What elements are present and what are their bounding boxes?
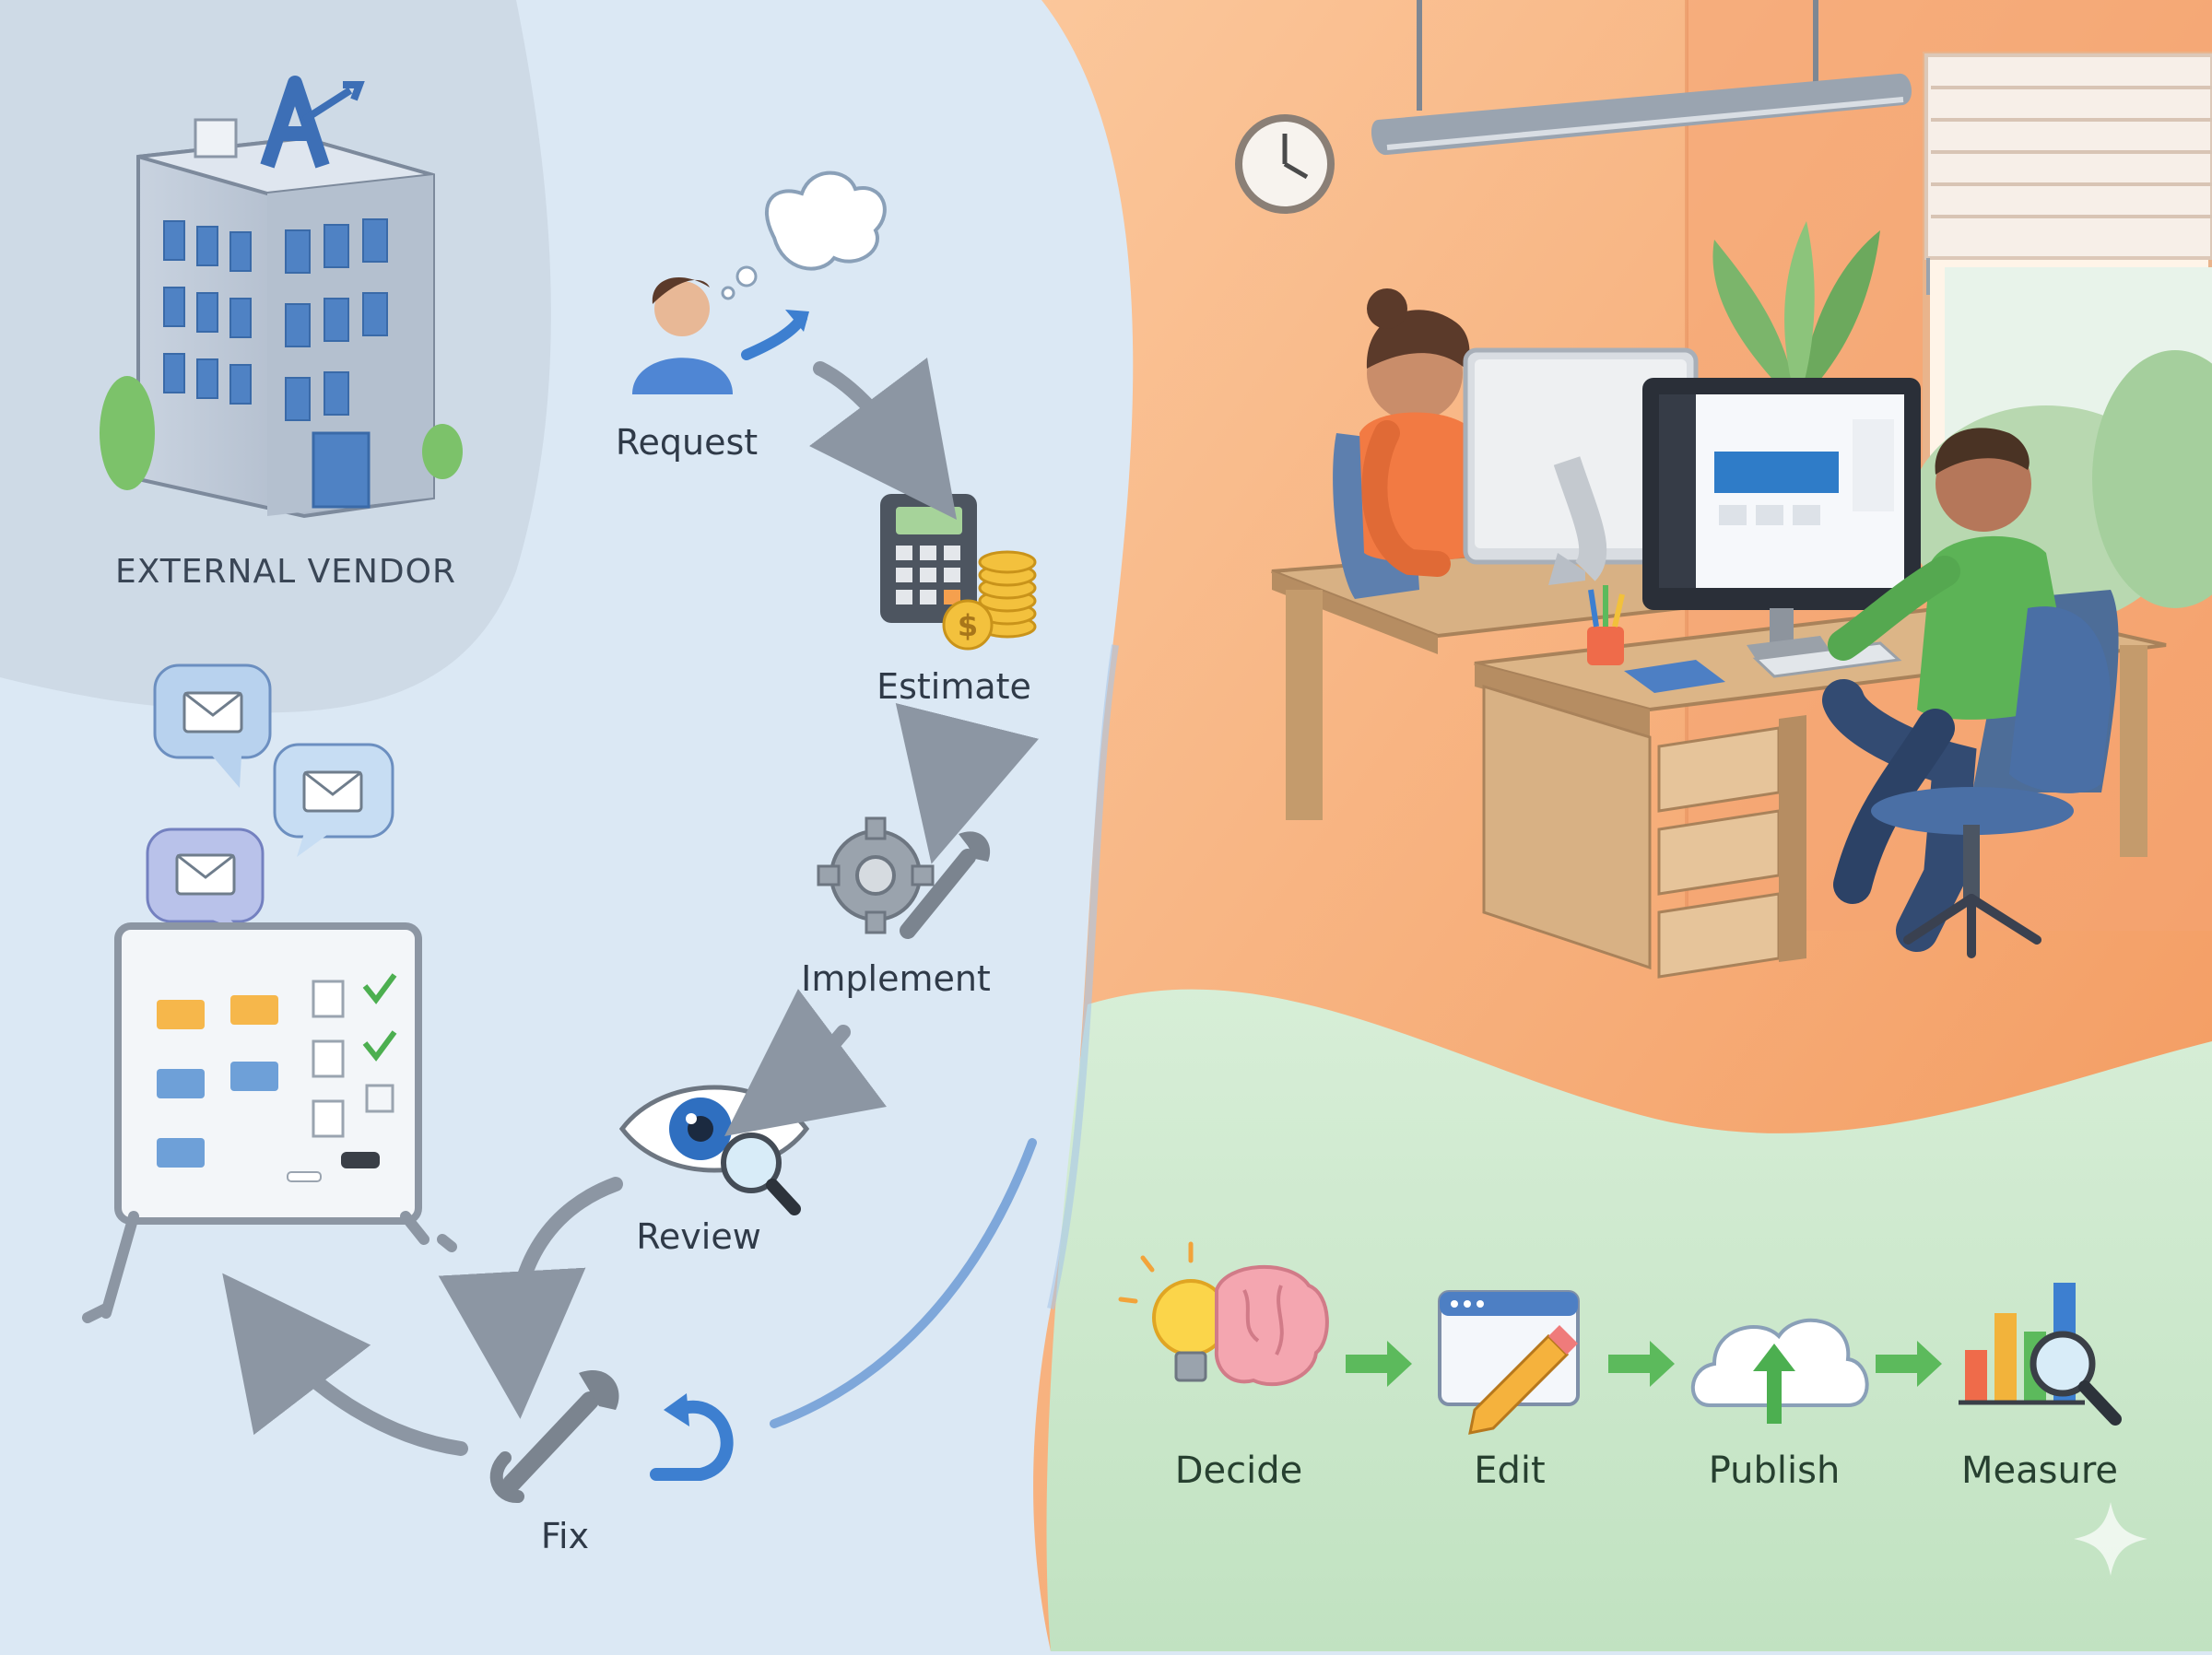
building-icon xyxy=(100,76,463,519)
flow-edit-label: Edit xyxy=(1474,1450,1546,1492)
flow-measure-label: Measure xyxy=(1961,1450,2118,1492)
wall-clock-icon xyxy=(1235,114,1335,214)
lightbulb-brain-icon xyxy=(1118,1241,1329,1387)
calculator-coins-icon: $ xyxy=(880,494,1037,651)
task-whiteboard-icon xyxy=(82,922,457,1323)
person-with-thought-icon xyxy=(632,170,887,394)
external-vendor-label: EXTERNAL VENDOR xyxy=(115,553,456,591)
step-implement-label: Implement xyxy=(801,958,991,999)
ceiling-light xyxy=(1371,0,1912,156)
bar-chart-magnifier-icon xyxy=(1959,1283,2122,1426)
arrow-estimate-to-implement xyxy=(895,702,1040,864)
blue-swoosh xyxy=(770,1138,1037,1428)
notebook-icon xyxy=(1624,660,1725,693)
step-request-label: Request xyxy=(615,422,759,463)
cycle-arrows xyxy=(222,357,1040,1456)
cloud-upload-icon xyxy=(1690,1318,1869,1424)
flow-arrows xyxy=(1346,1341,1942,1387)
pen-cup-icon xyxy=(1587,585,1625,665)
window xyxy=(1908,52,2212,627)
undo-arrow-icon xyxy=(650,1393,734,1481)
flow-publish-label: Publish xyxy=(1708,1450,1841,1492)
sparkle-icon xyxy=(2074,1502,2147,1576)
flow-decide-label: Decide xyxy=(1174,1450,1303,1492)
office-chair-icon xyxy=(1871,606,2111,958)
flow-arrow-2 xyxy=(1608,1341,1675,1387)
front-monitor-icon xyxy=(1642,378,1921,678)
browser-pencil-icon xyxy=(1438,1290,1580,1435)
arrow-request-to-estimate xyxy=(808,357,958,520)
arrow-fix-to-board xyxy=(222,1273,468,1456)
woman-figure xyxy=(1333,288,1484,599)
divider-highlight xyxy=(1047,644,1119,1309)
arrow-implement-to-review xyxy=(724,988,888,1137)
flow-arrow-3 xyxy=(1876,1341,1942,1387)
back-monitor-icon xyxy=(1463,347,1699,585)
green-workflow-background xyxy=(1046,989,2212,1651)
flow-arrow-1 xyxy=(1346,1341,1412,1387)
arrow-review-to-fix xyxy=(438,1177,623,1419)
message-bubbles-icon xyxy=(146,663,394,931)
step-estimate-label: Estimate xyxy=(877,666,1031,707)
svg-text:$: $ xyxy=(958,608,978,643)
step-review-label: Review xyxy=(636,1216,761,1257)
step-fix-label: Fix xyxy=(540,1516,590,1556)
